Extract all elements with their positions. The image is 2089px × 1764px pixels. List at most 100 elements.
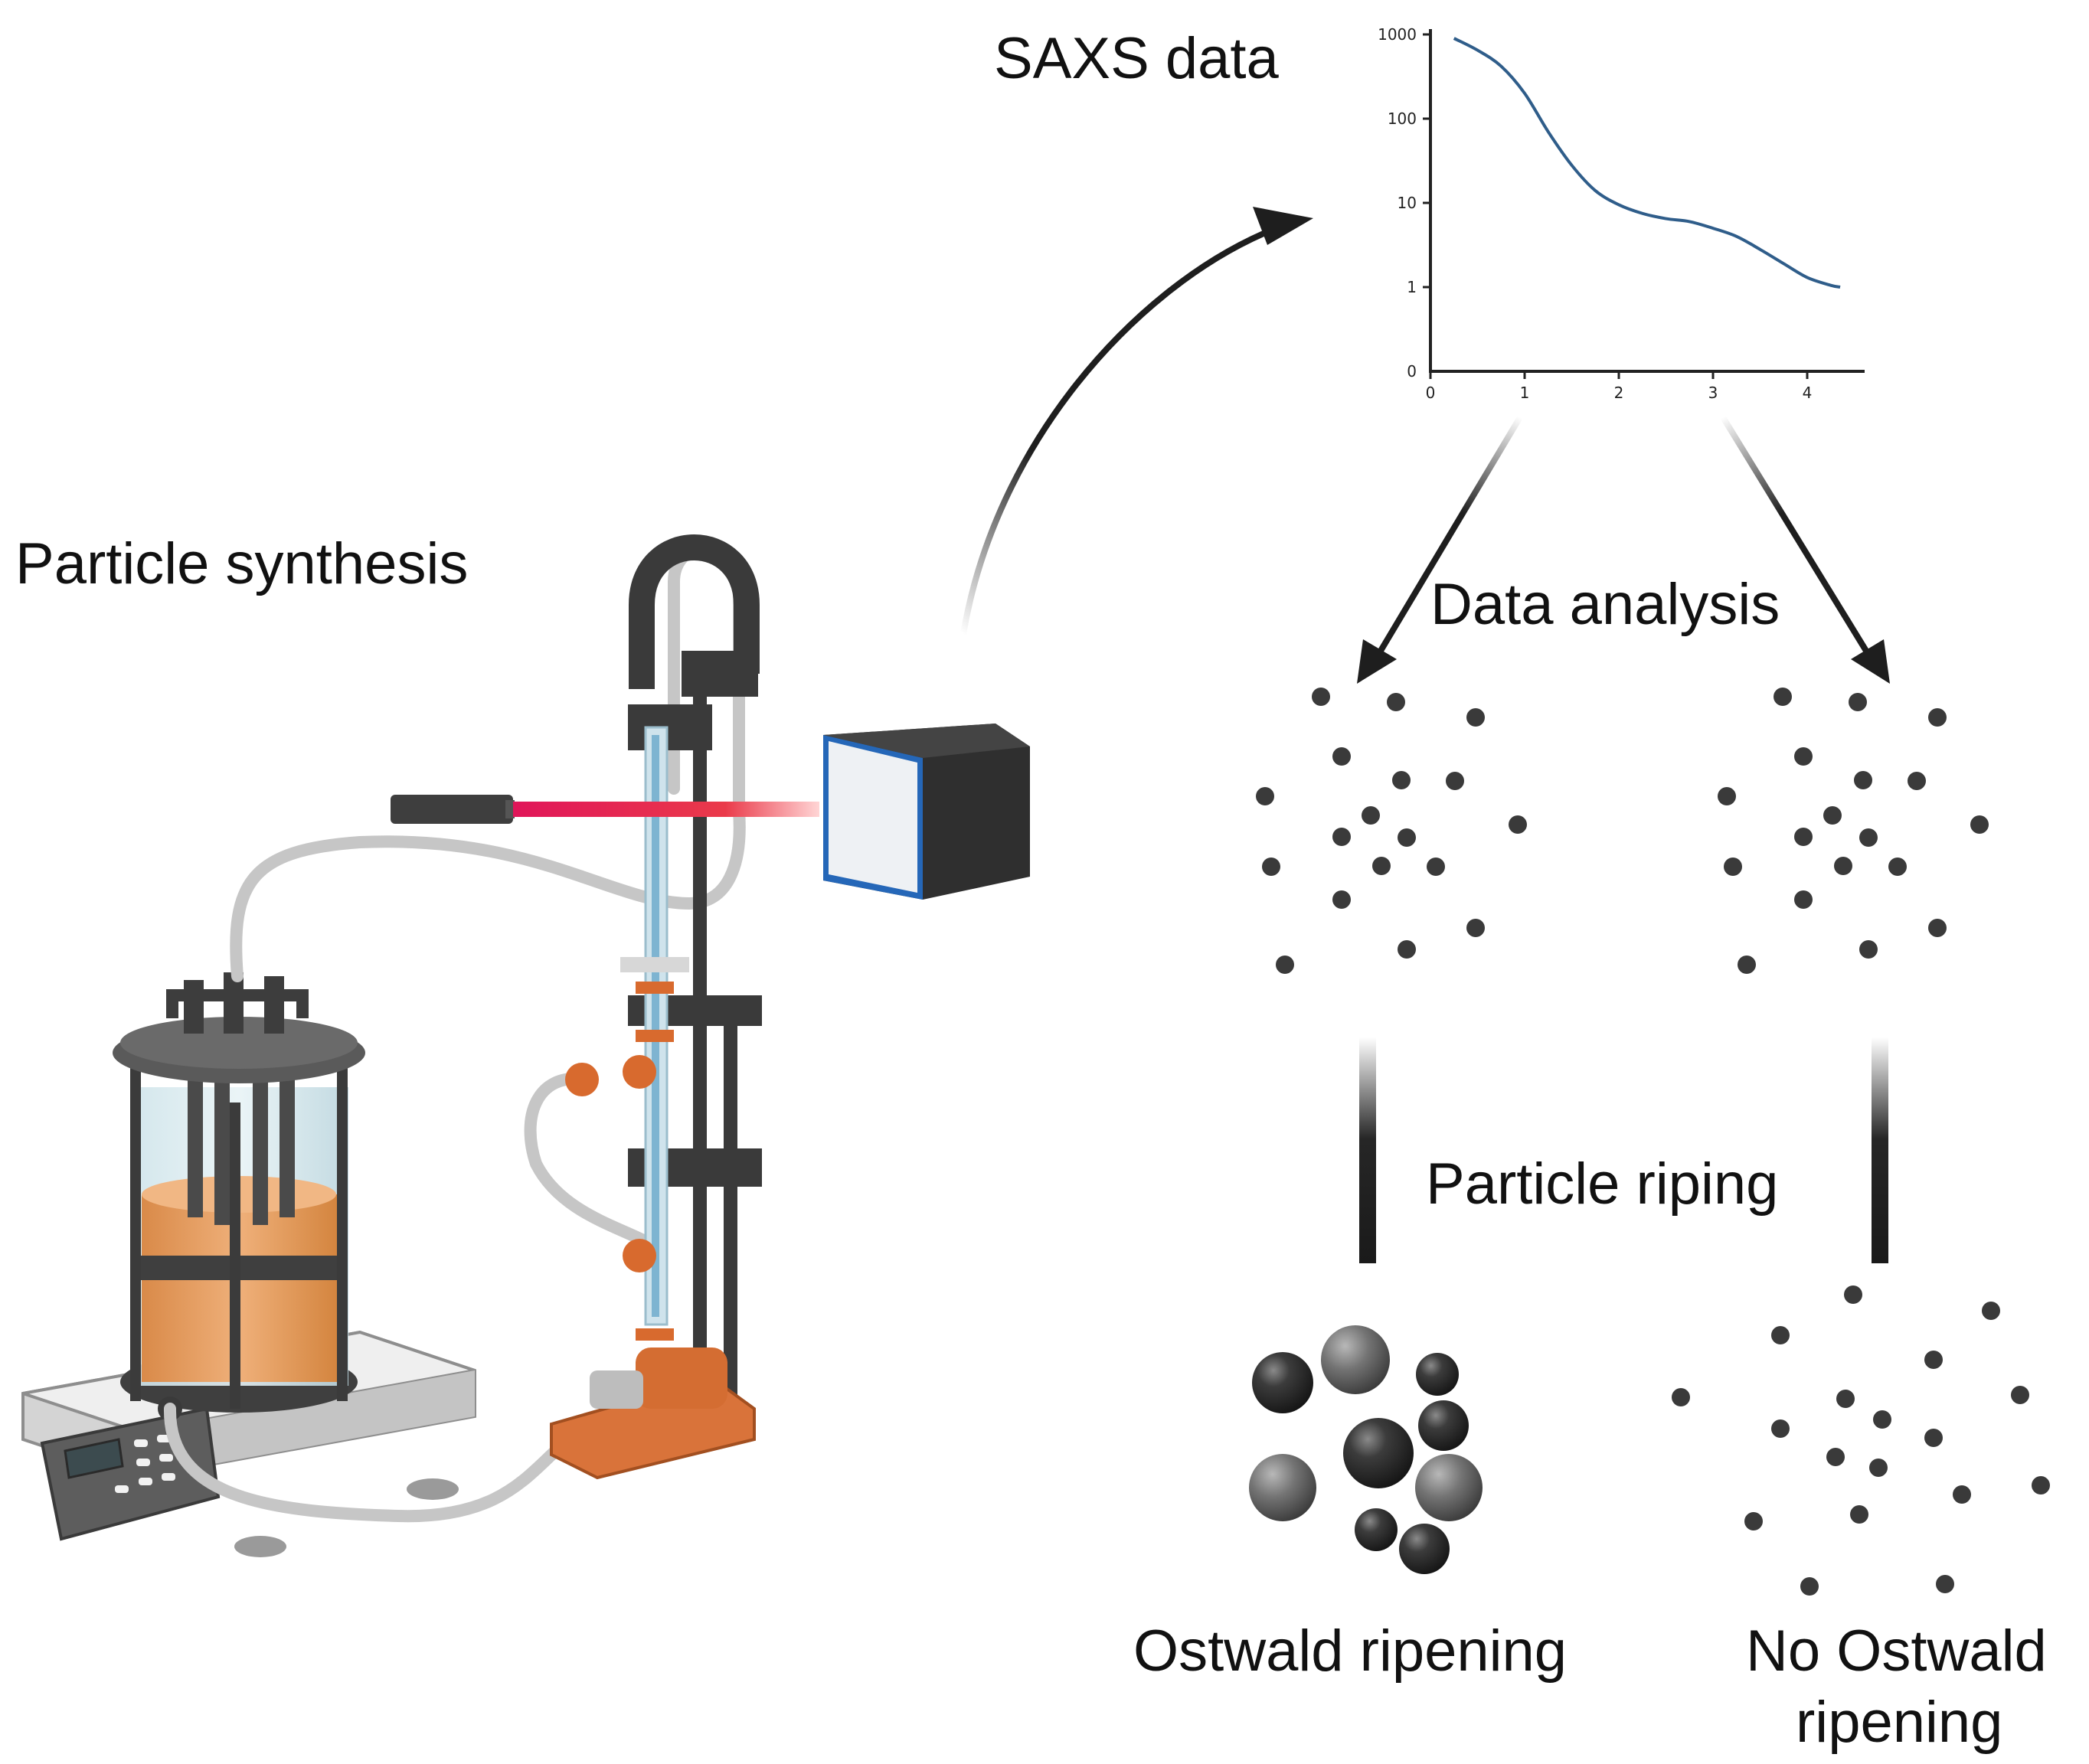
- curved-arrow: [960, 230, 1267, 637]
- particle: [1276, 956, 1294, 974]
- particle: [1398, 828, 1416, 847]
- particle: [1908, 772, 1926, 790]
- particle: [1738, 956, 1756, 974]
- particle: [1332, 747, 1351, 766]
- riping-bar-right: [1872, 1037, 1888, 1263]
- particle-synthesis-label: Particle synthesis: [15, 531, 468, 596]
- particle: [1859, 828, 1878, 847]
- particle: [1849, 693, 1867, 711]
- particle: [1362, 806, 1380, 825]
- particle: [1774, 688, 1792, 706]
- particle: [1844, 1285, 1862, 1304]
- synthesis-apparatus: [21, 534, 1030, 1557]
- particle: [1744, 1512, 1763, 1530]
- particles-no-ostwald-ripening: [1672, 1285, 2050, 1596]
- particle: [1794, 890, 1813, 909]
- reactor-vessel: [113, 972, 365, 1421]
- particle-riping-label: Particle riping: [1426, 1152, 1778, 1217]
- large-particle: [1343, 1418, 1414, 1488]
- arrows: [960, 207, 1890, 1263]
- particle: [1826, 1448, 1845, 1466]
- y-tick-label: 1000: [1378, 25, 1417, 44]
- large-particle: [1415, 1454, 1483, 1521]
- particle: [1672, 1388, 1690, 1406]
- particle: [1924, 1429, 1943, 1447]
- particle: [1771, 1326, 1790, 1344]
- saxs-curve: [1453, 37, 1841, 289]
- curved-arrowhead: [1253, 207, 1313, 245]
- particle: [1850, 1505, 1868, 1524]
- particle: [2032, 1476, 2050, 1494]
- large-particle: [1355, 1508, 1398, 1551]
- x-tick-label: 0: [1426, 384, 1436, 402]
- particles-analysis-left: [1256, 688, 1527, 974]
- saxs-chart: 0 1 10 100 1000 0 1 2 3 4: [1378, 25, 1865, 402]
- particle: [1924, 1351, 1943, 1369]
- particle: [1427, 858, 1445, 876]
- particle: [1859, 940, 1878, 959]
- particle: [1794, 747, 1813, 766]
- particle: [1928, 919, 1947, 937]
- analysis-arrowhead-right: [1851, 639, 1890, 684]
- particles-ostwald-ripening: [1249, 1325, 1483, 1574]
- particle: [1509, 815, 1527, 834]
- particle: [1256, 787, 1274, 805]
- large-particle: [1321, 1325, 1390, 1394]
- particle: [1724, 858, 1742, 876]
- capillary-tube: [565, 726, 689, 1341]
- no-ostwald-ripening-label-line2: ripening: [1796, 1690, 2002, 1755]
- x-tick-label: 2: [1614, 384, 1624, 402]
- xray-source: [391, 795, 819, 824]
- y-tick-label: 0: [1407, 362, 1417, 381]
- large-particle: [1418, 1400, 1469, 1451]
- particle: [1718, 787, 1736, 805]
- particle: [1936, 1575, 1954, 1593]
- particle: [1928, 708, 1947, 727]
- y-tick-label: 100: [1388, 109, 1417, 128]
- x-tick-label: 4: [1803, 384, 1813, 402]
- particle: [1466, 708, 1485, 727]
- particle: [1834, 857, 1852, 875]
- particle: [1387, 693, 1405, 711]
- particle: [1794, 828, 1813, 846]
- particles-analysis-right: [1718, 688, 1989, 974]
- saxs-data-label: SAXS data: [994, 26, 1280, 91]
- large-particle: [1249, 1454, 1316, 1521]
- particle: [1466, 919, 1485, 937]
- particle: [1873, 1410, 1891, 1429]
- particle: [1982, 1302, 2000, 1320]
- analysis-arrow-right: [1720, 415, 1872, 657]
- particle: [1398, 940, 1416, 959]
- particle: [1800, 1577, 1819, 1596]
- x-tick-label: 3: [1708, 384, 1718, 402]
- flow-cell-stand: [550, 534, 762, 1480]
- particle: [1312, 688, 1330, 706]
- particle: [1262, 858, 1280, 876]
- large-particle: [1399, 1524, 1450, 1574]
- xray-beam: [513, 802, 819, 817]
- particle: [1970, 815, 1989, 834]
- particle: [1823, 806, 1842, 825]
- data-analysis-label: Data analysis: [1430, 572, 1780, 637]
- particle: [1854, 771, 1872, 789]
- y-tick-label: 10: [1398, 194, 1417, 212]
- particle: [1953, 1485, 1971, 1504]
- riping-bar-left: [1359, 1037, 1376, 1263]
- particle: [1392, 771, 1411, 789]
- x-tick-label: 1: [1520, 384, 1530, 402]
- particle: [1869, 1459, 1888, 1477]
- particle: [1372, 857, 1391, 875]
- large-particle: [1252, 1352, 1313, 1413]
- particle: [1836, 1390, 1855, 1408]
- particle: [1888, 858, 1907, 876]
- analysis-arrow-left: [1375, 415, 1523, 657]
- y-tick-label: 1: [1407, 278, 1417, 296]
- particle: [1771, 1419, 1790, 1438]
- particle: [1332, 828, 1351, 846]
- large-particle: [1416, 1353, 1459, 1396]
- particle: [1332, 890, 1351, 909]
- particle: [1446, 772, 1464, 790]
- particle: [2011, 1386, 2029, 1404]
- detector: [823, 724, 1030, 900]
- analysis-arrowhead-left: [1357, 639, 1397, 684]
